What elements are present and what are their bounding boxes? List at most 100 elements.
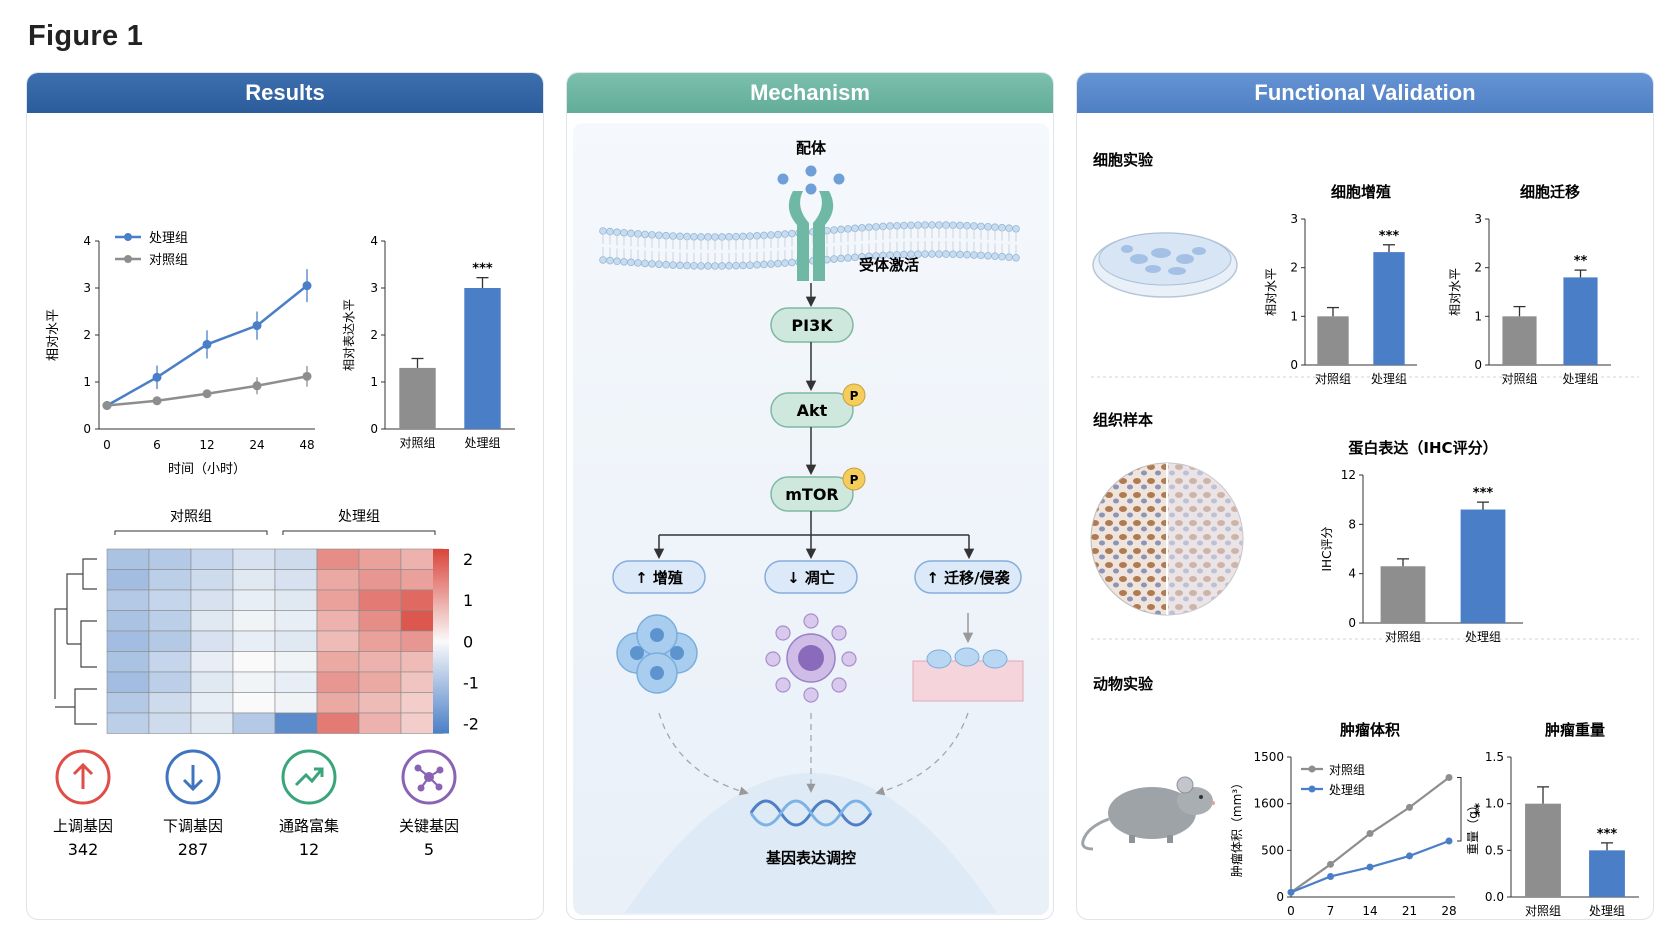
svg-text:mTOR: mTOR [785, 485, 839, 504]
y-tick-label: 0 [1276, 890, 1284, 904]
lipid-head [739, 232, 747, 241]
tumor-volume-line-chart: 肿瘤体积05001600150007142128时间（天）肿瘤体积（mm³）对照… [1229, 721, 1482, 918]
y-axis-label: 相对水平 [1264, 268, 1278, 316]
lipid-head [851, 253, 859, 262]
x-tick-label: 48 [299, 438, 314, 452]
colorbar-tick-label: 2 [463, 550, 473, 569]
lipid-head [634, 230, 642, 238]
lipid-head [977, 251, 985, 260]
y-tick-label: 1 [1474, 309, 1482, 323]
lipid-head [753, 232, 761, 240]
heatmap-cell [232, 589, 276, 611]
significance-label: *** [1597, 827, 1618, 842]
x-tick-label: 0 [1287, 904, 1295, 918]
lipid-head [879, 222, 887, 231]
lipid-head [858, 224, 866, 232]
y-tick-label: 0.5 [1485, 843, 1504, 857]
x-tick-label: 处理组 [464, 436, 500, 450]
bar-1 [1373, 252, 1405, 365]
data-point [1327, 860, 1334, 868]
svg-text:P: P [850, 473, 859, 487]
group-bracket [114, 530, 268, 535]
heatmap-cell [274, 671, 318, 693]
heatmap-cell [106, 671, 150, 693]
bar-0 [1317, 316, 1349, 365]
lipid-head [760, 231, 768, 240]
group-bracket [282, 530, 436, 535]
legend-marker-0 [124, 233, 132, 241]
pathway-diagram: 配体 受体激活 PI3K Akt P mTOR [573, 123, 1049, 915]
heatmap-cell [148, 712, 192, 734]
lipid-head [746, 261, 754, 269]
branch-arrows [653, 511, 975, 560]
data-point [1406, 803, 1413, 811]
lipid-head [1012, 224, 1020, 233]
heatmap-cell [190, 651, 234, 673]
y-tick-label: 1600 [1253, 797, 1284, 811]
heatmap-cell [316, 712, 360, 734]
lipid-head [1005, 253, 1013, 262]
legend-label-0: 处理组 [149, 231, 188, 246]
lipid-head [893, 221, 901, 230]
y-axis-label: 相对水平 [46, 309, 61, 361]
lipid-head [620, 228, 628, 237]
y-tick-label: 1500 [1253, 750, 1284, 764]
lipid-head [725, 233, 733, 241]
heatmap-cell [106, 589, 150, 611]
heatmap-cell [274, 589, 318, 611]
heatmap-cell [106, 651, 150, 673]
proliferating-cells-icon [616, 614, 698, 694]
cell-migration-bar-chart: 细胞迁移0123相对水平对照组处理组** [1448, 183, 1611, 386]
bar-0 [1525, 803, 1561, 897]
lipid-head [704, 262, 712, 270]
heatmap-cell [358, 569, 402, 591]
x-tick-label: 处理组 [1371, 372, 1407, 386]
heatmap-cell [358, 548, 402, 570]
lipid-head [711, 233, 719, 241]
svg-text:↑ 增殖: ↑ 增殖 [635, 569, 683, 587]
lipid-head [676, 261, 684, 270]
y-axis-label: 重量（g） [1466, 799, 1480, 855]
summary-label: 通路富集 [279, 817, 339, 835]
colorbar [433, 549, 449, 734]
mtor-node: mTOR [770, 476, 854, 512]
lipid-head [963, 250, 971, 259]
y-tick-label: 1.5 [1485, 750, 1504, 764]
significance-bracket [1457, 777, 1462, 842]
y-tick-label: 3 [1474, 212, 1482, 226]
akt-node: Akt [770, 392, 854, 428]
invasion-tissue-icon [912, 613, 1024, 702]
heatmap-cell [106, 692, 150, 714]
lipid-head [942, 250, 950, 258]
lipid-head [634, 259, 642, 267]
svg-text:PI3K: PI3K [791, 316, 833, 335]
heatmap-cell [190, 569, 234, 591]
y-tick-label: 12 [1341, 468, 1356, 482]
lipid-head [984, 222, 992, 231]
heatmap-cell [274, 610, 318, 632]
tissue-section-icon [1090, 462, 1244, 616]
colorbar-tick-label: -2 [463, 715, 479, 734]
lipid-head [767, 260, 775, 268]
lipid-head [851, 224, 859, 233]
outcome-proliferation: ↑ 增殖 [612, 560, 706, 594]
lipid-head [648, 260, 656, 268]
heatmap-cell [316, 548, 360, 570]
x-tick-label: 对照组 [1315, 372, 1351, 386]
lipid-head [1005, 224, 1013, 233]
lipid-head [991, 223, 999, 232]
chart-title: 细胞增殖 [1331, 183, 1391, 201]
y-axis-label: IHC评分 [1320, 527, 1334, 572]
lipid-head [697, 233, 705, 241]
y-tick-label: 1 [1290, 309, 1298, 323]
x-tick-label: 对照组 [399, 436, 435, 450]
colorbar-tick-label: 0 [463, 632, 473, 651]
svg-text:Akt: Akt [797, 401, 828, 420]
lipid-head [718, 262, 726, 270]
heatmap-cell [190, 671, 234, 693]
bar-0 [1502, 316, 1537, 365]
lipid-head [704, 233, 712, 241]
lipid-head [669, 232, 677, 240]
